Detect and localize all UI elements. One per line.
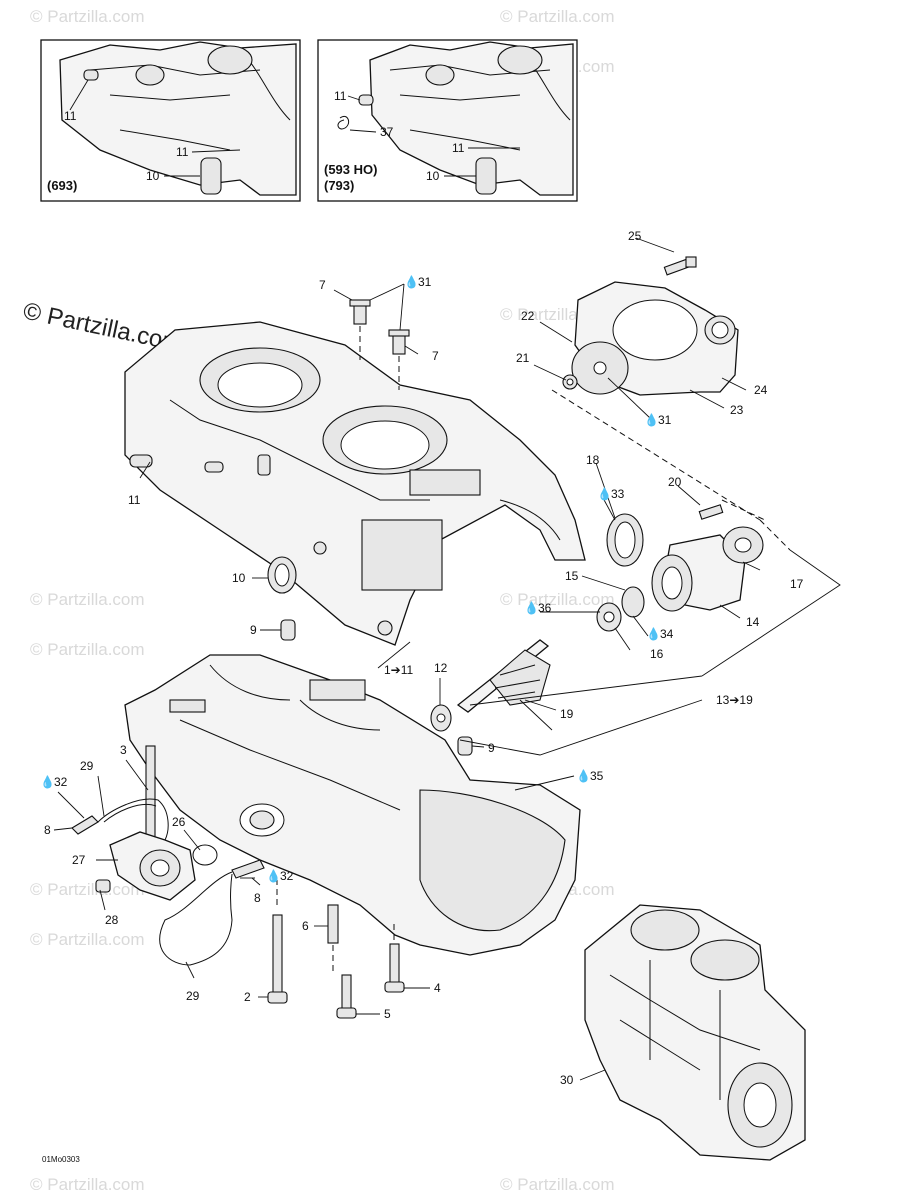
bolt-7-b [388, 329, 410, 355]
rotary-valve-cover-group [562, 256, 739, 396]
callout-8: 8 [254, 891, 261, 905]
oil-drop-icon: 💧 [404, 275, 419, 289]
inset-label-37: 37 [380, 125, 394, 139]
callout-5: 5 [384, 1007, 391, 1021]
callout-22: 22 [521, 309, 535, 323]
callout-2: 2 [244, 990, 251, 1004]
callout-31: 31 [658, 413, 672, 427]
watermark: © Partzilla.com [30, 880, 145, 899]
inset-variant-label: (693) [47, 178, 77, 193]
callout-11: 11 [128, 493, 141, 507]
rotary-valve-guide-line [551, 389, 761, 521]
drive-shaft-19 [430, 639, 551, 732]
bolt-2 [267, 914, 288, 1004]
bolt-4 [384, 943, 405, 993]
leader-lines [53, 237, 841, 1081]
oil-hose-29-upper-edge [103, 804, 157, 823]
callout-19: 19 [560, 707, 574, 721]
watermark: © Partzilla.com [30, 640, 145, 659]
watermark: © Partzilla.com [500, 590, 615, 609]
callout-27: 27 [72, 853, 86, 867]
oil-drop-icon: 💧 [576, 769, 591, 783]
bolt-guide-lines [359, 326, 400, 390]
callout-30: 30 [560, 1073, 574, 1087]
watermark: © Partzilla.com [500, 7, 615, 26]
callout-18: 18 [586, 453, 600, 467]
bolt-7-a [349, 299, 371, 325]
callout-33: 33 [611, 487, 625, 501]
watermark: © Partzilla.com [30, 590, 145, 609]
callout-9: 9 [488, 741, 495, 755]
callout-32: 32 [54, 775, 68, 789]
callout-6: 6 [302, 919, 309, 933]
watermark: © Partzilla.com [30, 7, 145, 26]
callout-23: 23 [730, 403, 744, 417]
callout-35: 35 [590, 769, 604, 783]
callout-10: 10 [232, 571, 246, 585]
inset-variant-label: (793) [324, 178, 354, 193]
oil-drop-icon: 💧 [597, 487, 612, 501]
callout-24: 24 [754, 383, 768, 397]
oil-drop-icon: 💧 [524, 601, 539, 615]
callout-20: 20 [668, 475, 682, 489]
dowel-pin-9-a [280, 619, 296, 641]
fitting-8-left [71, 815, 99, 835]
oil-drop-icon: 💧 [646, 627, 661, 641]
oil-hose-29-upper [97, 798, 169, 841]
water-pump-group [596, 504, 764, 632]
stud-6 [327, 904, 339, 944]
callout-14: 14 [746, 615, 760, 629]
callout-4: 4 [434, 981, 441, 995]
callout-31: 31 [418, 275, 432, 289]
callout-28: 28 [105, 913, 119, 927]
inset-variant-label: (593 HO) [324, 162, 377, 177]
inset-label-11: 11 [64, 109, 77, 123]
oil-drop-icon: 💧 [266, 869, 281, 883]
drawing-code: 01Mo0303 [42, 1155, 80, 1164]
callout-15: 15 [565, 569, 579, 583]
callout-1-11: 1➔11 [384, 663, 414, 677]
callout-8: 8 [44, 823, 51, 837]
water-pump-guide-lines [721, 499, 791, 551]
watermark: © Partzilla.com [500, 1175, 615, 1194]
callout-34: 34 [660, 627, 674, 641]
callout-13-19: 13➔19 [716, 693, 753, 707]
callout-21: 21 [516, 351, 530, 365]
complete-engine-30 [584, 904, 806, 1161]
callout-16: 16 [650, 647, 664, 661]
callout-29: 29 [80, 759, 94, 773]
seal-10 [267, 556, 297, 594]
inset-label-11: 11 [452, 141, 465, 155]
callout-7: 7 [432, 349, 439, 363]
callout-labels: 25 7 💧 31 7 22 21 24 23 💧 31 18 💧 33 20 … [40, 229, 804, 1087]
callout-29: 29 [186, 989, 200, 1003]
callout-26: 26 [172, 815, 186, 829]
bolt-5 [336, 974, 357, 1019]
oil-drop-icon: 💧 [644, 413, 659, 427]
inset-label-10: 10 [426, 169, 440, 183]
callout-7: 7 [319, 278, 326, 292]
upper-crankcase [124, 321, 586, 646]
oil-pump-27 [95, 831, 218, 901]
callout-36: 36 [538, 601, 552, 615]
inset-593ho-793: 11 37 11 10 (593 HO) (793) [317, 39, 578, 202]
callout-3: 3 [120, 743, 127, 757]
bolt-guide-lines [276, 880, 395, 975]
callout-32: 32 [280, 869, 294, 883]
callout-17: 17 [790, 577, 804, 591]
inset-693: 11 11 10 (693) [40, 39, 301, 202]
inset-label-11: 11 [334, 89, 347, 103]
lower-crankcase [124, 654, 581, 956]
watermark: © Partzilla.com [30, 1175, 145, 1194]
fitting-8-right [231, 859, 265, 879]
callout-12: 12 [434, 661, 448, 675]
inset-label-10: 10 [146, 169, 160, 183]
oil-hose-29-lower [159, 871, 233, 966]
callout-25: 25 [628, 229, 642, 243]
inset-label-11: 11 [176, 145, 189, 159]
watermark: © Partzilla.com [30, 930, 145, 949]
callout-9: 9 [250, 623, 257, 637]
oil-drop-icon: 💧 [40, 775, 55, 789]
